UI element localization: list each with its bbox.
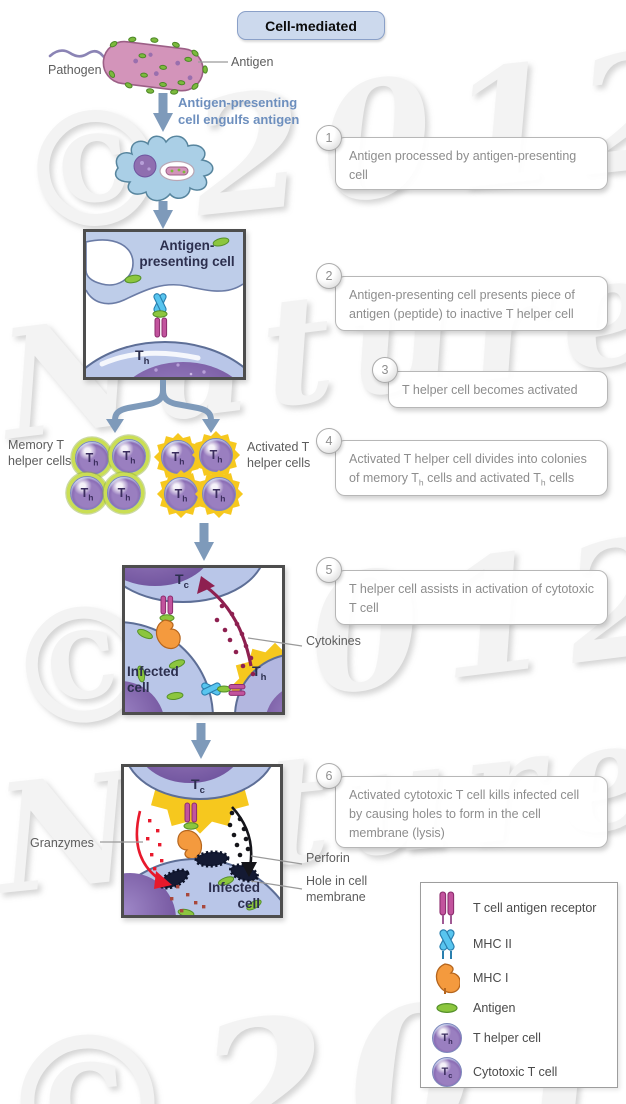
granzyme-dots <box>146 819 164 871</box>
step-number: 4 <box>316 428 342 454</box>
memory-th-cell: Th <box>75 441 109 475</box>
th-label: Th <box>252 663 267 683</box>
step-box-3: T helper cell becomes activated <box>388 371 608 408</box>
activated-th-cell: Th <box>195 470 243 518</box>
legend-label: MHC I <box>473 971 509 985</box>
legend-row-th-cell: Th T helper cell <box>421 1021 617 1055</box>
mhc2-icon <box>153 293 167 313</box>
th-label: Th <box>135 347 150 367</box>
perforin-dots <box>227 810 251 858</box>
cell-mediated-badge: Cell-mediated <box>237 11 385 40</box>
apc-label: Antigen- presenting cell <box>139 238 235 269</box>
memory-th-cell: Th <box>107 476 141 510</box>
memory-th-cell: Th <box>70 476 104 510</box>
tcr-icon <box>421 890 473 926</box>
th-cell-icon: Th <box>421 1023 473 1053</box>
tc-label: Tc <box>191 776 205 796</box>
lysis-scene <box>121 764 283 918</box>
step-number: 3 <box>372 357 398 383</box>
legend-row-antigen: Antigen <box>421 995 617 1021</box>
tc-cell-nucleus <box>146 767 234 783</box>
pathogen-illustration <box>48 36 208 95</box>
antigen-peptide <box>152 310 168 318</box>
tc-activation-scene <box>122 565 285 715</box>
infected-cell-nucleus <box>125 681 163 712</box>
tcr-icon <box>184 802 198 823</box>
legend-label: MHC II <box>473 937 512 951</box>
infected-cell-body <box>125 621 214 712</box>
cytokines-label: Cytokines <box>306 634 361 648</box>
granzymes-label: Granzymes <box>30 836 94 850</box>
legend-label: Antigen <box>473 1001 516 1015</box>
tcr-icon <box>228 684 246 696</box>
antigen-peptide <box>183 822 199 830</box>
apc-presentation-scene <box>83 229 246 380</box>
mhc1-icon <box>421 961 473 995</box>
infected-cell-label: Infected cell <box>127 664 179 695</box>
branch-arrow <box>112 380 214 421</box>
infected-cell-label: Infected cell <box>208 880 260 911</box>
step-box-2: Antigen-presenting cell presents piece o… <box>335 276 608 331</box>
step-number: 2 <box>316 263 342 289</box>
legend-row-tc-cell: Tc Cytotoxic T cell <box>421 1055 617 1089</box>
granzyme-dots-inside <box>170 885 206 913</box>
step-number: 1 <box>316 125 342 151</box>
cytokine-dots <box>214 603 256 677</box>
antigen-icon <box>421 1002 473 1014</box>
step-box-1: Antigen processed by antigen-presenting … <box>335 137 608 190</box>
pathogen-label: Pathogen <box>48 63 102 77</box>
perforin-label: Perforin <box>306 851 350 865</box>
legend-label: T cell antigen receptor <box>473 901 597 915</box>
perforin-arrow <box>231 806 253 868</box>
memory-th-cell: Th <box>112 439 146 473</box>
activated-th-cell: Th <box>192 431 240 479</box>
tc-label: Tc <box>175 571 189 591</box>
mhc2-icon <box>201 682 221 696</box>
legend-label: T helper cell <box>473 1031 541 1045</box>
activated-th-cells-label: Activated T helper cells <box>247 440 311 470</box>
tc-cell-nucleus <box>125 568 204 586</box>
tcr-icon <box>154 317 168 338</box>
mhc1-icon <box>177 829 203 860</box>
tcr-icon <box>160 595 174 615</box>
infected-cell-nucleus <box>124 873 176 915</box>
antigen-label: Antigen <box>231 55 274 69</box>
cytokine-arrow <box>204 584 253 667</box>
apc-invagination <box>86 239 134 286</box>
mhc1-icon <box>155 619 181 650</box>
antigen-presenting-cell-illustration <box>114 135 214 202</box>
step-box-5: T helper cell assists in activation of c… <box>335 570 608 625</box>
legend-label: Cytotoxic T cell <box>473 1065 558 1079</box>
hole-label: Hole in cell membrane <box>306 874 368 904</box>
engulf-caption: Antigen-presenting cell engulfs antigen <box>178 95 300 127</box>
step-number: 5 <box>316 557 342 583</box>
th-cell-nucleus <box>266 691 282 712</box>
legend-row-mhc1: MHC I <box>421 961 617 995</box>
legend-box: T cell antigen receptor MHC II <box>420 882 618 1088</box>
antigen-particles <box>124 237 230 284</box>
tc-cell-icon: Tc <box>421 1057 473 1087</box>
memory-th-cells-label: Memory T helper cells <box>8 438 72 468</box>
step-box-6: Activated cytotoxic T cell kills infecte… <box>335 776 608 848</box>
th-cell-body <box>234 654 282 712</box>
legend-row-mhc2: MHC II <box>421 927 617 961</box>
mhc2-icon <box>421 927 473 961</box>
step-box-4: Activated T helper cell divides into col… <box>335 440 608 496</box>
th-cell-nucleus <box>133 362 233 377</box>
step-number: 6 <box>316 763 342 789</box>
legend-row-tcr: T cell antigen receptor <box>421 889 617 927</box>
antigen-particles <box>136 628 186 701</box>
bacterium-body <box>102 36 208 95</box>
